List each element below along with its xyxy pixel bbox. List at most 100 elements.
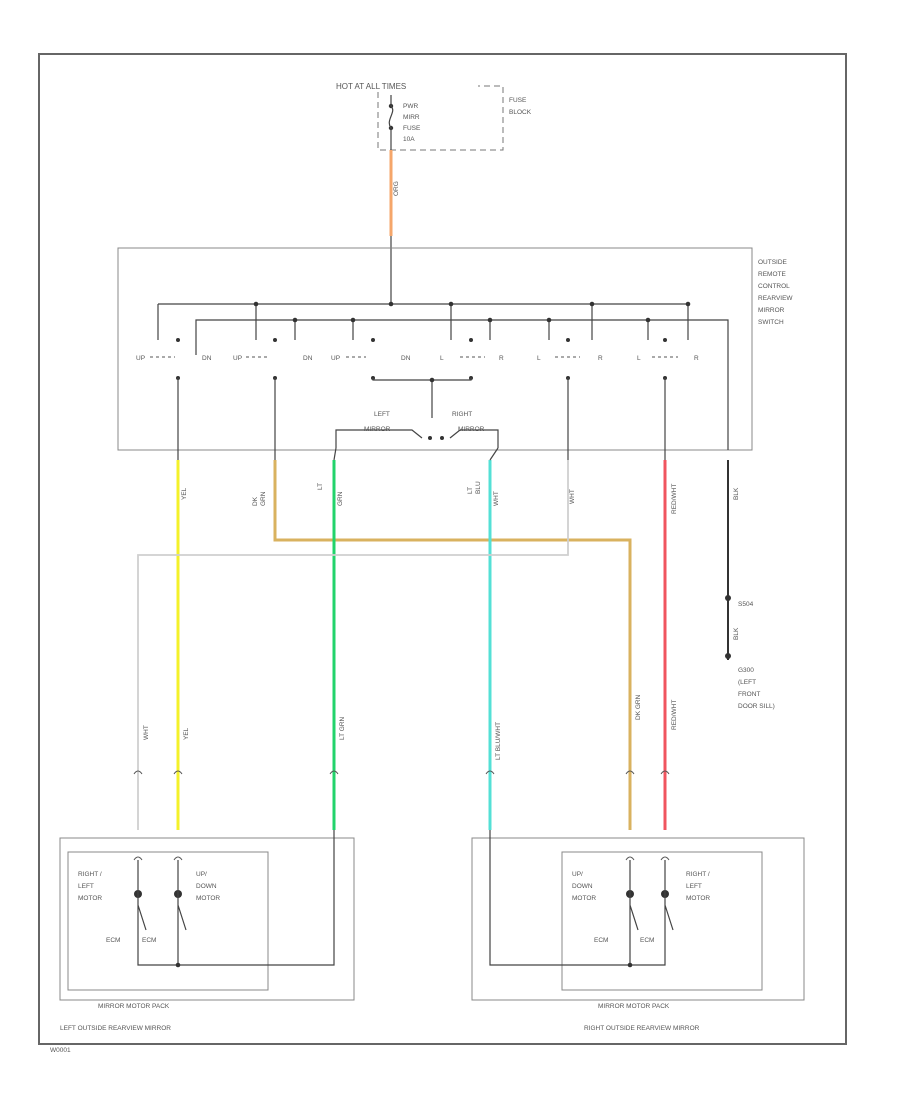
contact-label: L: [440, 355, 444, 362]
left-common-junction: [175, 962, 181, 968]
orange-wire-label: ORG: [393, 181, 400, 196]
fuse-block-outline: [377, 85, 504, 151]
left-motor-b-label-3: MOTOR: [196, 895, 220, 902]
left-motor-b-label-1: UP/: [196, 871, 207, 878]
right-motor-b-label-2: LEFT: [686, 883, 702, 890]
switch-label-line-6: SWITCH: [758, 319, 784, 326]
switch-label-line-2: REMOTE: [758, 271, 786, 278]
right-motor-pack-label: MIRROR MOTOR PACK: [598, 1003, 670, 1010]
hot-at-all-times-label: HOT AT ALL TIMES: [336, 82, 406, 91]
left-mirror-label: LEFT: [374, 411, 390, 418]
right-motor-a-label-1: UP/: [572, 871, 583, 878]
fuse-block: HOT AT ALL TIMES PWR MIRR FUSE 10A FUSE …: [336, 82, 532, 151]
left-motor-a-label-2: LEFT: [78, 883, 94, 890]
contact-label: DN: [401, 355, 411, 362]
right-mirror-unit: UP/ DOWN MOTOR RIGHT / LEFT MOTOR ECM EC…: [471, 830, 805, 1032]
contact-label: DN: [202, 355, 212, 362]
black-wire-top-label: BLK: [733, 487, 740, 500]
ground-label-4: DOOR SILL): [738, 703, 775, 710]
yellow-wire-top-label: YEL: [181, 487, 188, 500]
dk-green-top-label-1: DK: [252, 496, 259, 506]
left-motor-a-label-3: MOTOR: [78, 895, 102, 902]
right-motor-pack-box: [561, 851, 763, 991]
left-motor-pack-label: MIRROR MOTOR PACK: [98, 1003, 170, 1010]
diagram-code: W0001: [50, 1047, 71, 1054]
right-motor-wiring: [489, 830, 674, 966]
contact-label: L: [537, 355, 541, 362]
common-return-junction: [429, 377, 435, 383]
lt-green-top-label-2: GRN: [337, 491, 344, 506]
fuse-block-label-1: FUSE: [509, 97, 527, 104]
contact-label: UP: [136, 355, 145, 362]
right-ecm-label-2: ECM: [640, 937, 654, 944]
mirror-switch-box: [117, 247, 753, 451]
left-motor-b-label-2: DOWN: [196, 883, 217, 890]
red-white-top-label: RED/WHT: [671, 484, 678, 514]
contact-label: R: [598, 355, 603, 362]
switch-label-line-3: CONTROL: [758, 283, 790, 290]
right-motor-a-label-3: MOTOR: [572, 895, 596, 902]
switch-bus-junctions: [253, 301, 691, 323]
fuse-line-1: PWR: [403, 103, 418, 110]
contact-label: R: [499, 355, 504, 362]
mirror-switch-label: OUTSIDE REMOTE CONTROL REARVIEW MIRROR S…: [758, 259, 793, 326]
red-white-bottom-label: RED/WHT: [671, 700, 678, 730]
contact-label: DN: [303, 355, 313, 362]
fuse-line-3: FUSE: [403, 125, 421, 132]
left-ecm-label-1: ECM: [106, 937, 120, 944]
white-wire-bottom-label: WHT: [143, 725, 150, 740]
left-mirror-title: LEFT OUTSIDE REARVIEW MIRROR: [60, 1025, 171, 1032]
left-motor-pack-box: [67, 851, 269, 991]
lt-blue-top-label-1: LT: [467, 487, 474, 494]
left-mirror-unit: RIGHT / LEFT MOTOR UP/ DOWN MOTOR ECM EC…: [59, 830, 355, 1032]
fuse-element-icon: [388, 95, 394, 150]
mirror-selector: LEFT MIRROR RIGHT MIRROR: [335, 411, 499, 448]
dk-green-bottom-label: DK GRN: [635, 694, 642, 720]
ground-icon: [725, 653, 731, 659]
right-mirror-title: RIGHT OUTSIDE REARVIEW MIRROR: [584, 1025, 700, 1032]
switch-contacts: [176, 338, 667, 380]
lt-green-bottom-label: LT GRN: [339, 716, 346, 740]
dk-green-top-label-2: GRN: [260, 491, 267, 506]
left-motor-wiring: [137, 830, 335, 966]
yellow-wire-bottom-label: YEL: [183, 727, 190, 740]
lt-blue-bottom-label: LT BLU/WHT: [495, 722, 502, 760]
switch-label-line-1: OUTSIDE: [758, 259, 788, 266]
right-ecm-label-1: ECM: [594, 937, 608, 944]
switch-contact-drops: [157, 304, 689, 340]
right-motor-b-label-1: RIGHT /: [686, 871, 710, 878]
fuse-line-4: 10A: [403, 136, 415, 143]
lt-blue-top-label-2: BLU: [475, 481, 482, 494]
switch-bus-second: [195, 319, 729, 450]
lt-blue-top-label-3: WHT: [493, 491, 500, 506]
switch-label-line-5: MIRROR: [758, 307, 785, 314]
right-mirror-outer-box: [471, 837, 805, 1001]
ground-label-2: (LEFT: [738, 679, 756, 686]
ground-label-3: FRONT: [738, 691, 760, 698]
fuse-line-2: MIRR: [403, 114, 420, 121]
contact-label: UP: [331, 355, 340, 362]
switch-label-line-4: REARVIEW: [758, 295, 793, 302]
splice-dot: [725, 595, 731, 601]
contact-label: L: [637, 355, 641, 362]
right-common-junction: [627, 962, 633, 968]
right-mirror-label: RIGHT: [452, 411, 472, 418]
ground-wire-label: BLK: [733, 627, 740, 640]
ground-splice: S504 BLK G300 (LEFT FRONT DOOR SILL): [725, 595, 775, 710]
switch-common-return: [372, 378, 472, 418]
white-wire-top-label: WHT: [569, 489, 576, 504]
left-motor-a-label-1: RIGHT /: [78, 871, 102, 878]
switch-contact-labels: UP DN UP DN UP DN L R L R L R: [136, 355, 699, 362]
switch-output-drops: [177, 378, 666, 461]
lt-green-top-label-1: LT: [317, 483, 324, 490]
left-ecm-label-2: ECM: [142, 937, 156, 944]
white-wire: [137, 460, 569, 830]
fuse-block-label-2: BLOCK: [509, 109, 532, 116]
dk-green-wire: [273, 460, 632, 830]
right-motor-b-label-3: MOTOR: [686, 895, 710, 902]
splice-label: S504: [738, 601, 754, 608]
ground-label-1: G300: [738, 667, 754, 674]
left-mirror-outer-box: [59, 837, 355, 1001]
contact-label: UP: [233, 355, 242, 362]
